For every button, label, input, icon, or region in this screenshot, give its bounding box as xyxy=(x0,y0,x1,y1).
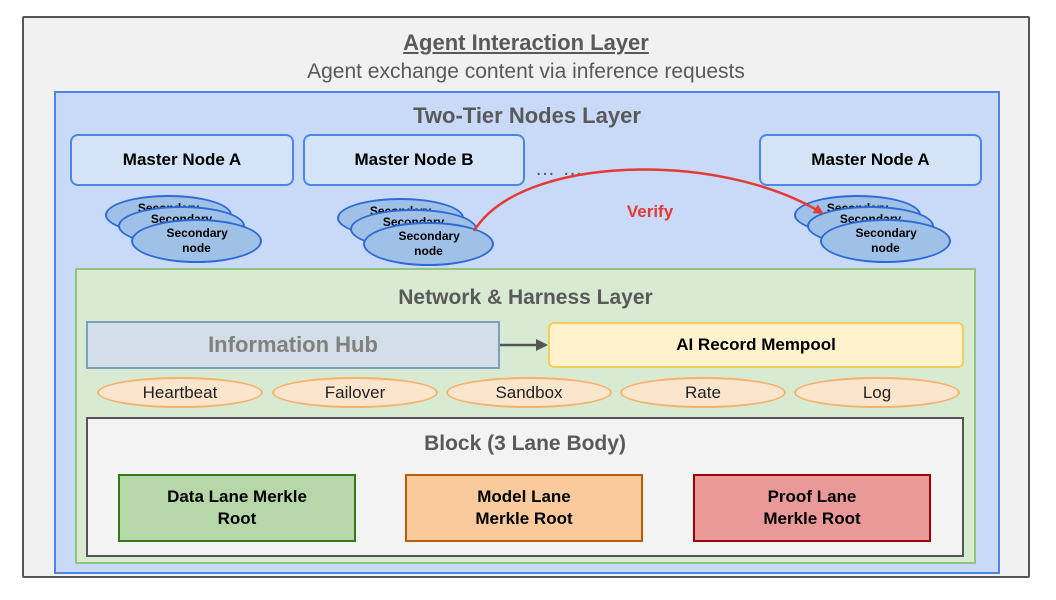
module-sandbox: Sandbox xyxy=(446,377,612,408)
module-log: Log xyxy=(794,377,960,408)
block-title: Block (3 Lane Body) xyxy=(424,432,626,455)
secondary-node: Secondary node xyxy=(820,219,951,263)
model-lane-merkle-root: Model Lane Merkle Root xyxy=(405,474,643,542)
ellipsis-dots: … … xyxy=(535,158,584,180)
master-node-2: Master Node B xyxy=(303,134,525,186)
data-lane-merkle-root: Data Lane Merkle Root xyxy=(118,474,356,542)
master-node-1: Master Node A xyxy=(70,134,294,186)
module-failover: Failover xyxy=(272,377,438,408)
secondary-node: Secondary node xyxy=(363,222,494,266)
agent-interaction-layer-title: Agent Interaction Layer xyxy=(403,30,649,55)
master-node-3: Master Node A xyxy=(759,134,982,186)
module-rate: Rate xyxy=(620,377,786,408)
proof-lane-merkle-root: Proof Lane Merkle Root xyxy=(693,474,931,542)
two-tier-nodes-layer-title: Two-Tier Nodes Layer xyxy=(413,103,641,128)
agent-interaction-layer-subtitle: Agent exchange content via inference req… xyxy=(307,60,745,83)
module-heartbeat: Heartbeat xyxy=(97,377,263,408)
information-hub: Information Hub xyxy=(86,321,500,369)
verify-label: Verify xyxy=(626,202,674,221)
ai-record-mempool: AI Record Mempool xyxy=(548,322,964,368)
network-harness-layer-title: Network & Harness Layer xyxy=(398,286,653,309)
secondary-node: Secondary node xyxy=(131,219,262,263)
